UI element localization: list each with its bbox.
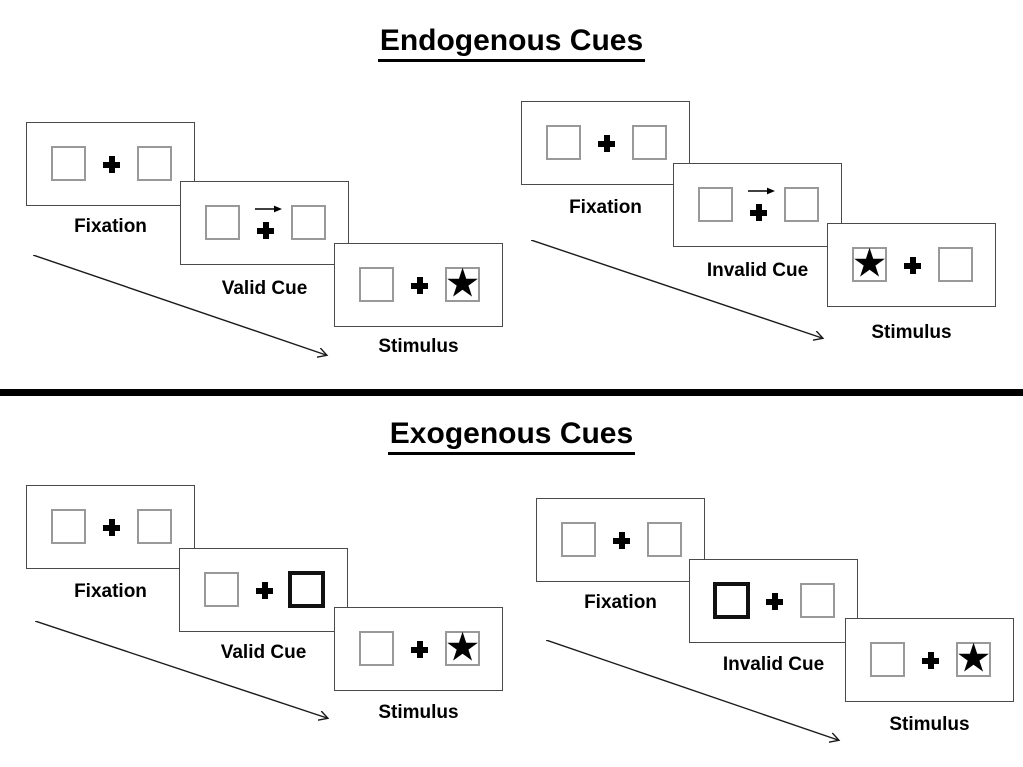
time-course-arrow: [35, 621, 336, 726]
placeholder-box-left: [359, 631, 394, 666]
endogenous-invalid-fixation-label: Fixation: [569, 197, 642, 218]
placeholder-box-left: [870, 642, 905, 677]
exogenous-invalid-cue-label: Invalid Cue: [722, 654, 825, 675]
endogenous-invalid-cue-label: Invalid Cue: [706, 260, 809, 281]
fixation-cross-icon: [411, 641, 428, 658]
central-cue-arrow-icon: [255, 201, 283, 213]
fixation-cross-icon: [598, 135, 615, 152]
placeholder-box-right: [137, 509, 172, 544]
placeholder-box-right: [291, 205, 326, 240]
endogenous-valid-fixation-label: Fixation: [74, 216, 147, 237]
placeholder-box-right: ★: [956, 638, 992, 678]
endogenous-valid-cue-panel: [180, 181, 349, 265]
fixation-cross-icon: [103, 519, 120, 536]
placeholder-box-right: [784, 187, 819, 222]
exogenous-title-text: Exogenous Cues: [387, 417, 636, 455]
fixation-cross-icon: [766, 593, 783, 610]
endogenous-invalid-fixation-panel: [521, 101, 690, 185]
placeholder-box-right: [137, 146, 172, 181]
endogenous-valid-stimulus-label: Stimulus: [378, 336, 459, 357]
endogenous-invalid-cue-panel: [673, 163, 842, 247]
placeholder-box-left: [51, 146, 86, 181]
exogenous-valid-fixation-panel: [26, 485, 195, 569]
exogenous-invalid-fixation-label: Fixation: [584, 592, 657, 613]
endogenous-valid-stimulus-panel: ★: [334, 243, 503, 327]
placeholder-box-right: ★: [445, 627, 481, 667]
fixation-cross-icon: [904, 257, 921, 274]
exogenous-invalid-fixation-panel: [536, 498, 705, 582]
exogenous-valid-cue-label: Valid Cue: [220, 642, 307, 663]
placeholder-box-left: [546, 125, 581, 160]
placeholder-box-right: ★: [445, 263, 481, 303]
exogenous-valid-fixation-label: Fixation: [74, 581, 147, 602]
fixation-cross-icon: [922, 652, 939, 669]
fixation-cross-icon: [411, 277, 428, 294]
section-divider: [0, 389, 1023, 396]
placeholder-box-left: [698, 187, 733, 222]
peripheral-cue-box: [288, 571, 325, 608]
time-course-arrow: [546, 640, 847, 748]
exogenous-invalid-stimulus-panel: ★: [845, 618, 1014, 702]
endogenous-title-text: Endogenous Cues: [377, 24, 646, 62]
endogenous-invalid-stimulus-label: Stimulus: [871, 322, 952, 343]
exogenous-section-title: Exogenous Cues: [0, 417, 1023, 455]
placeholder-box-left: [51, 509, 86, 544]
endogenous-valid-fixation-panel: [26, 122, 195, 206]
endogenous-valid-cue-label: Valid Cue: [221, 278, 308, 299]
exogenous-valid-cue-panel: [179, 548, 348, 632]
target-star-icon: ★: [444, 623, 481, 670]
time-course-arrow: [531, 240, 831, 346]
placeholder-box-left: [561, 522, 596, 557]
fixation-cross-icon: [613, 532, 630, 549]
exogenous-valid-stimulus-label: Stimulus: [378, 702, 459, 723]
target-star-icon: ★: [851, 239, 888, 286]
placeholder-box-right: [938, 247, 973, 282]
placeholder-box-left: [205, 205, 240, 240]
endogenous-invalid-stimulus-panel: ★: [827, 223, 996, 307]
exogenous-invalid-stimulus-label: Stimulus: [889, 714, 970, 735]
fixation-cross-icon: [103, 156, 120, 173]
time-course-arrow: [33, 255, 335, 363]
target-star-icon: ★: [444, 259, 481, 306]
placeholder-box-right: [800, 583, 835, 618]
placeholder-box-left: ★: [852, 243, 888, 283]
target-star-icon: ★: [955, 634, 992, 681]
placeholder-box-left: [359, 267, 394, 302]
fixation-cross-icon: [257, 222, 274, 239]
placeholder-box-right: [647, 522, 682, 557]
endogenous-section-title: Endogenous Cues: [0, 24, 1023, 62]
peripheral-cue-box: [713, 582, 750, 619]
placeholder-box-left: [204, 572, 239, 607]
exogenous-valid-stimulus-panel: ★: [334, 607, 503, 691]
placeholder-box-right: [632, 125, 667, 160]
central-cue-arrow-icon: [748, 183, 776, 195]
fixation-cross-icon: [256, 582, 273, 599]
fixation-cross-icon: [750, 204, 767, 221]
exogenous-invalid-cue-panel: [689, 559, 858, 643]
